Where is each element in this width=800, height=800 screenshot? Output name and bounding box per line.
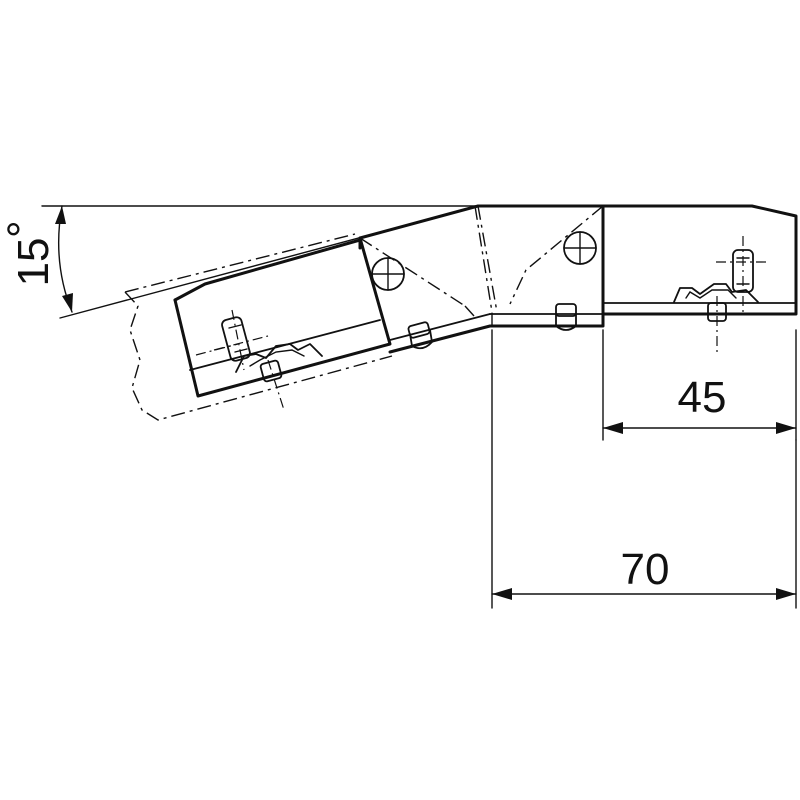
angle-value: 15 xyxy=(9,238,58,287)
dimension-45-label: 45 xyxy=(678,373,727,422)
joint-connector xyxy=(358,204,605,354)
joint-hidden-lines xyxy=(359,205,604,330)
dimension-45: 45 xyxy=(602,329,797,441)
angled-section xyxy=(124,233,393,421)
dimension-70: 70 xyxy=(491,329,797,609)
dimension-70-label: 70 xyxy=(621,545,670,594)
angle-label: 15 ° xyxy=(0,220,58,286)
angle-unit: ° xyxy=(0,220,48,238)
angle-dimension: 15 ° xyxy=(0,205,479,319)
straight-section xyxy=(601,204,798,356)
